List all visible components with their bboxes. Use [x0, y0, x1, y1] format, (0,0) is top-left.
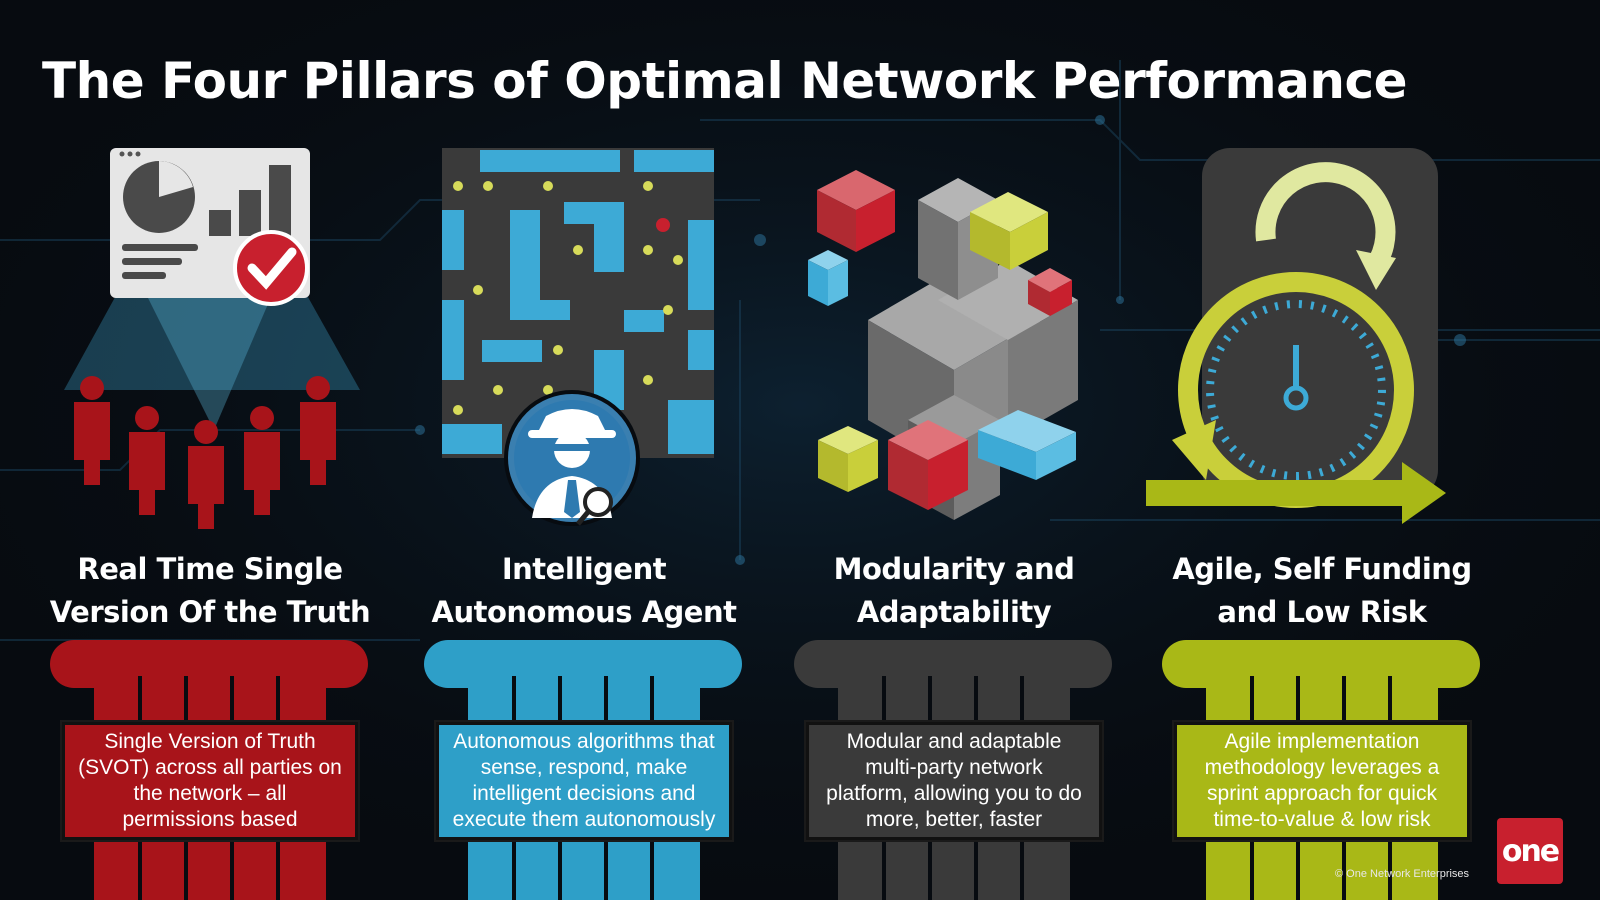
- dashboard-people-icon: [64, 148, 360, 529]
- copyright-text: © One Network Enterprises: [1335, 868, 1470, 880]
- pillar-title: Modularity and Adaptability: [833, 552, 1075, 629]
- pillar-intelligent-agent: Intelligent Autonomous Agent Autonomous …: [398, 140, 770, 900]
- pillar-modularity: Modularity and Adaptability Modular and …: [768, 140, 1140, 900]
- cubes-icon: [808, 170, 1078, 520]
- pillar-description: Autonomous algorithms that sense, respon…: [434, 720, 734, 842]
- pillar-agile: Agile, Self Funding and Low Risk Agile i…: [1136, 140, 1508, 900]
- pillar-title: Intelligent Autonomous Agent: [431, 552, 737, 629]
- pillar-description: Single Version of Truth (SVOT) across al…: [60, 720, 360, 842]
- sprint-cycle-icon: [1146, 148, 1446, 524]
- maze-agent-icon: [442, 148, 714, 526]
- pillar-title: Real Time Single Version Of the Truth: [49, 552, 371, 629]
- pillar-title: Agile, Self Funding and Low Risk: [1172, 552, 1472, 629]
- pillar-description: Modular and adaptable multi-party networ…: [804, 720, 1104, 842]
- page-title: The Four Pillars of Optimal Network Perf…: [42, 52, 1408, 110]
- pillar-real-time-svot: Real Time Single Version Of the Truth Si…: [24, 140, 396, 900]
- pillar-description: Agile implementation methodology leverag…: [1172, 720, 1472, 842]
- company-logo: one: [1497, 818, 1563, 884]
